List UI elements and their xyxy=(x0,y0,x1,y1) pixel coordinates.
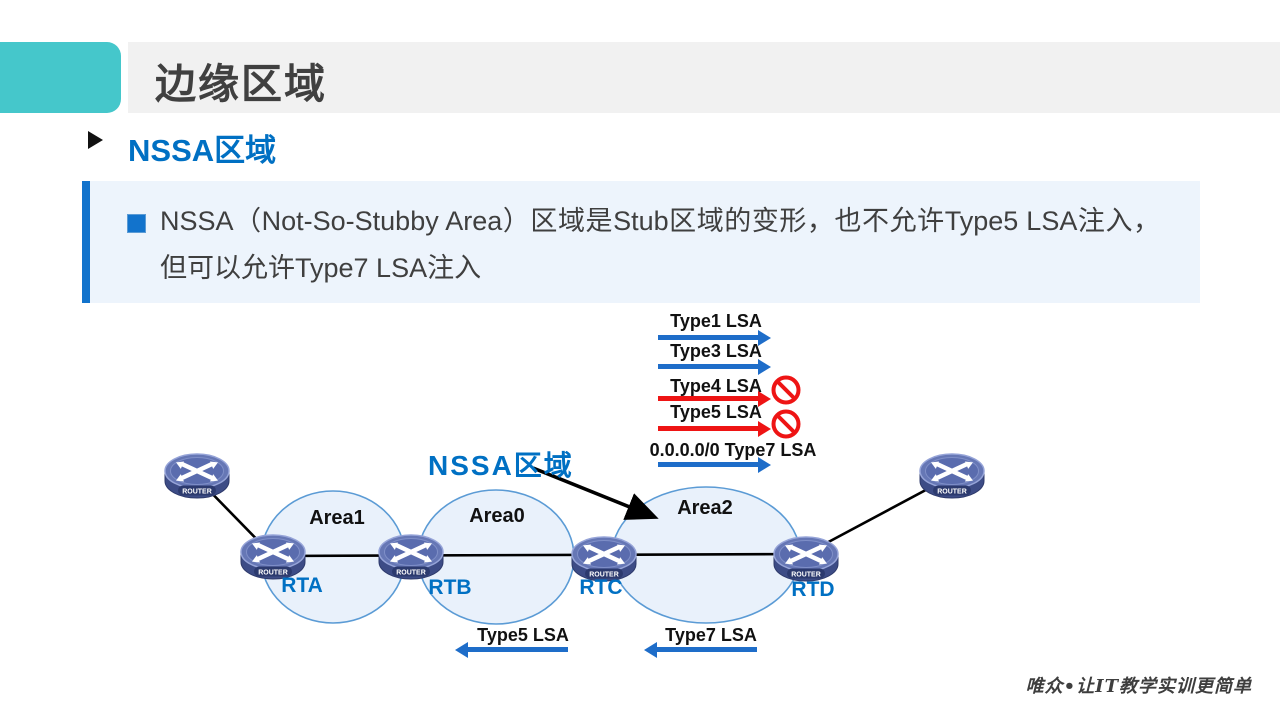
router-external-right: ROUTER xyxy=(916,446,988,500)
flow-type7-label: 0.0.0.0/0 Type7 LSA xyxy=(649,440,817,460)
flow-type3-arrow xyxy=(658,364,758,369)
flow-type4-label: Type4 LSA xyxy=(670,376,762,396)
area0-label: Area0 xyxy=(469,505,525,527)
router-rta: ROUTER xyxy=(237,527,309,581)
flow-type3-label: Type3 LSA xyxy=(670,341,762,361)
accent-block xyxy=(0,42,121,113)
router-external-left: ROUTER xyxy=(161,446,233,500)
flow-type1-label: Type1 LSA xyxy=(670,311,762,331)
router-caption: ROUTER xyxy=(791,571,821,578)
router-caption: ROUTER xyxy=(589,571,619,578)
rtb-label: RTB xyxy=(428,576,472,599)
flow-type5-arrow xyxy=(658,426,758,431)
rtd-label: RTD xyxy=(791,578,835,601)
content-box xyxy=(82,181,1200,303)
flow-type7-arrow xyxy=(658,462,758,467)
flow-type5-label: Type5 LSA xyxy=(670,402,762,422)
router-caption: ROUTER xyxy=(182,488,212,495)
page-title: 边缘区域 xyxy=(155,61,327,107)
router-rtc: ROUTER xyxy=(568,529,640,583)
nssa-pointer-arrow xyxy=(532,466,659,520)
router-rtb: ROUTER xyxy=(375,527,447,581)
square-bullet-icon xyxy=(127,214,146,233)
router-caption: ROUTER xyxy=(937,488,967,495)
area2-label: Area2 xyxy=(677,497,733,519)
bottom-type7-arrow xyxy=(657,647,757,652)
title-bar xyxy=(128,42,1280,113)
flow-type1-arrow xyxy=(658,335,758,340)
section-heading: NSSA区域 xyxy=(128,133,277,168)
router-rtd: ROUTER xyxy=(770,529,842,583)
flow-type4-arrow xyxy=(658,396,758,401)
prohibited-icon xyxy=(771,375,801,405)
rta-label: RTA xyxy=(281,574,323,597)
prohibited-icon xyxy=(771,409,801,439)
content-accent-bar xyxy=(82,181,90,303)
triangle-bullet-icon xyxy=(88,131,103,149)
body-text: NSSA（Not-So-Stubby Area）区域是Stub区域的变形，也不允… xyxy=(160,206,1160,283)
footer-slogan: 唯众•让IT教学实训更简单 xyxy=(1025,676,1252,697)
rtc-label: RTC xyxy=(579,576,623,599)
network-links xyxy=(196,474,953,558)
router-caption: ROUTER xyxy=(258,569,288,576)
router-caption: ROUTER xyxy=(396,569,426,576)
bottom-type5-label: Type5 LSA xyxy=(477,625,569,645)
bottom-type7-label: Type7 LSA xyxy=(665,625,757,645)
nssa-area-label: NSSA区域 xyxy=(428,450,574,481)
area1-label: Area1 xyxy=(309,507,365,529)
bottom-type5-arrow xyxy=(468,647,568,652)
